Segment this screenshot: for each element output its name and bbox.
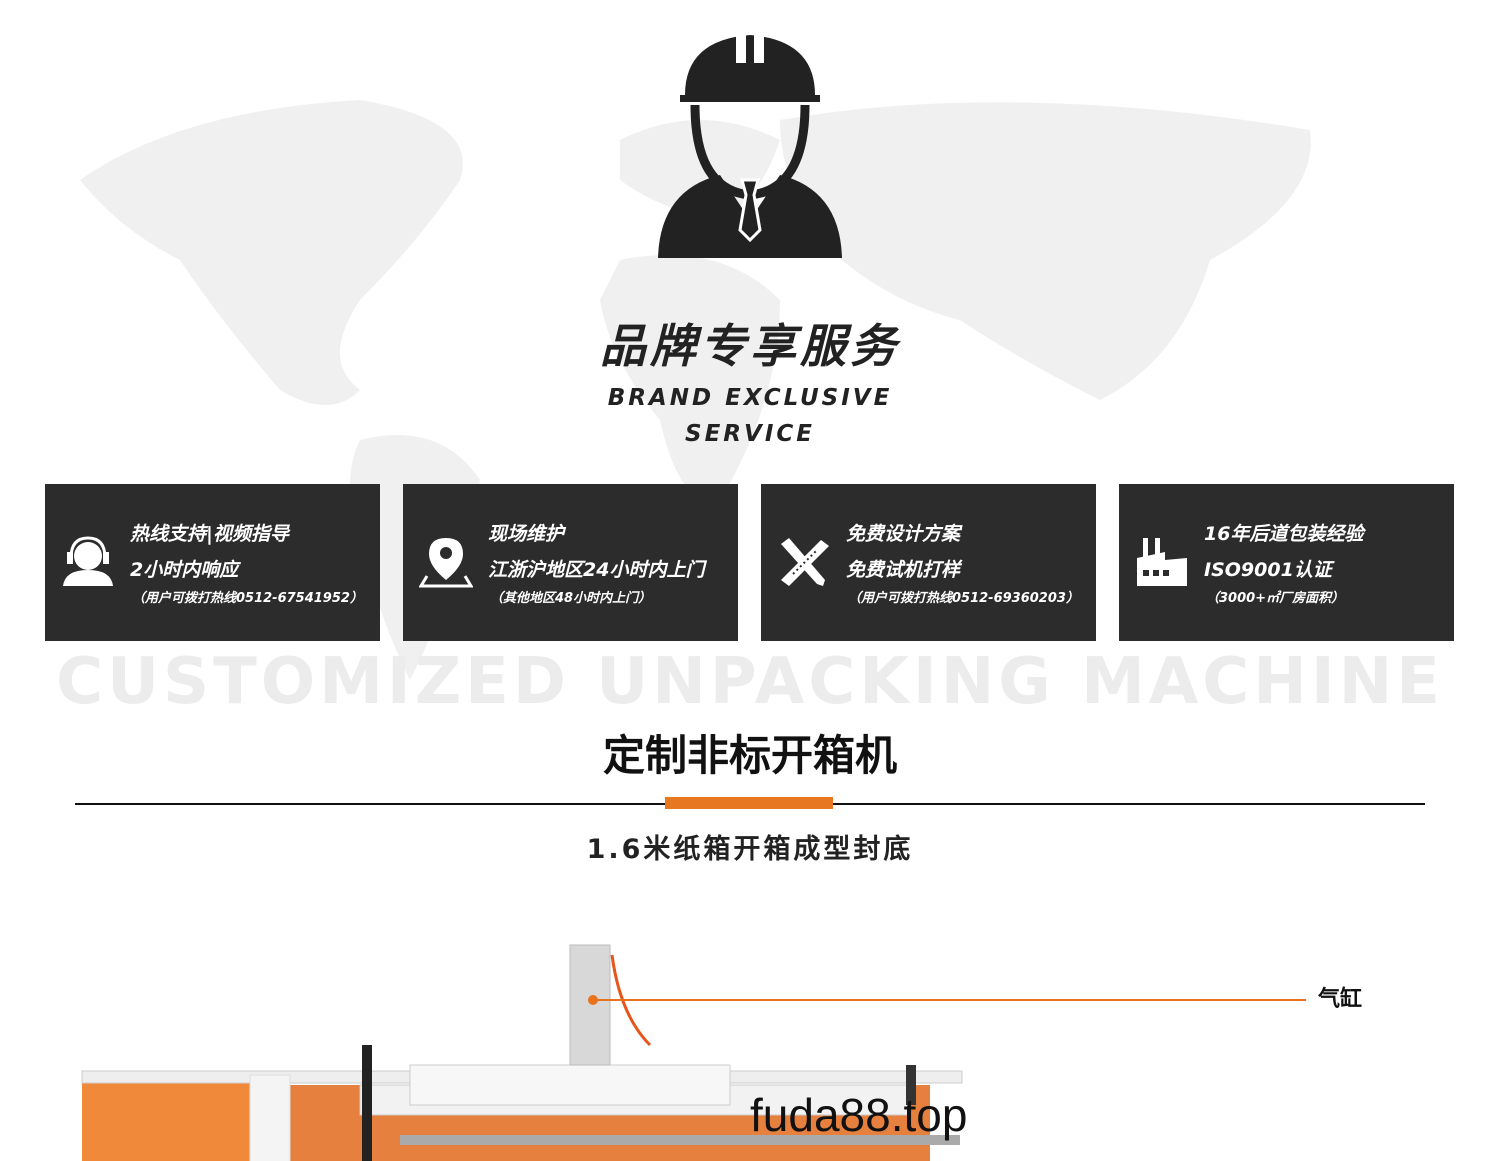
headset-icon: [63, 536, 113, 586]
card-line2: 江浙沪地区24小时内上门: [488, 559, 705, 581]
product-heading: 定制非标开箱机: [602, 731, 897, 780]
card-line1: 16年后道包装经验: [1204, 523, 1364, 545]
service-cards: 热线支持|视频指导 2小时内响应 （用户可拨打热线0512-67541952） …: [45, 484, 1454, 641]
section-title: 品牌专享服务: [600, 319, 900, 373]
card-line2: 2小时内响应: [130, 559, 239, 581]
divider-accent: [665, 797, 833, 809]
watermark: fuda88.top: [750, 1089, 968, 1141]
ruler-pencil-icon: [781, 538, 829, 586]
card-line1: 免费设计方案: [846, 523, 961, 545]
service-card-hotline: 热线支持|视频指导 2小时内响应 （用户可拨打热线0512-67541952）: [45, 484, 380, 641]
card-line1: 热线支持|视频指导: [130, 523, 289, 545]
background-heading: CUSTOMIZED UNPACKING MACHINE: [56, 645, 1444, 719]
service-card-experience: 16年后道包装经验 ISO9001认证 （3000+㎡厂房面积）: [1119, 484, 1454, 641]
card-line1: 现场维护: [488, 523, 565, 545]
callout-dot: [588, 995, 598, 1005]
title-en-line2: SERVICE: [685, 421, 815, 447]
service-card-design: 免费设计方案 免费试机打样 （用户可拨打热线0512-69360203）: [761, 484, 1096, 641]
card-note: （其他地区48小时内上门）: [490, 591, 652, 606]
engineer-icon: [658, 33, 842, 258]
card-line2: 免费试机打样: [846, 559, 961, 581]
callout-label-cylinder: 气缸: [1318, 987, 1363, 1012]
section-title-english: BRAND EXCLUSIVE SERVICE: [0, 380, 1500, 452]
callout-line: [592, 999, 1306, 1001]
location-pin-icon: [419, 538, 473, 588]
title-en-line1: BRAND EXCLUSIVE: [607, 385, 893, 411]
service-card-onsite: 现场维护 江浙沪地区24小时内上门 （其他地区48小时内上门）: [403, 484, 738, 641]
factory-icon: [1137, 538, 1187, 586]
card-note: （用户可拨打热线0512-67541952）: [132, 591, 363, 606]
product-subtitle: 1.6米纸箱开箱成型封底: [586, 834, 914, 865]
card-note: （3000+㎡厂房面积）: [1206, 591, 1345, 606]
card-note: （用户可拨打热线0512-69360203）: [848, 591, 1079, 606]
card-line2: ISO9001认证: [1204, 559, 1332, 581]
machine-image: [81, 944, 963, 1161]
